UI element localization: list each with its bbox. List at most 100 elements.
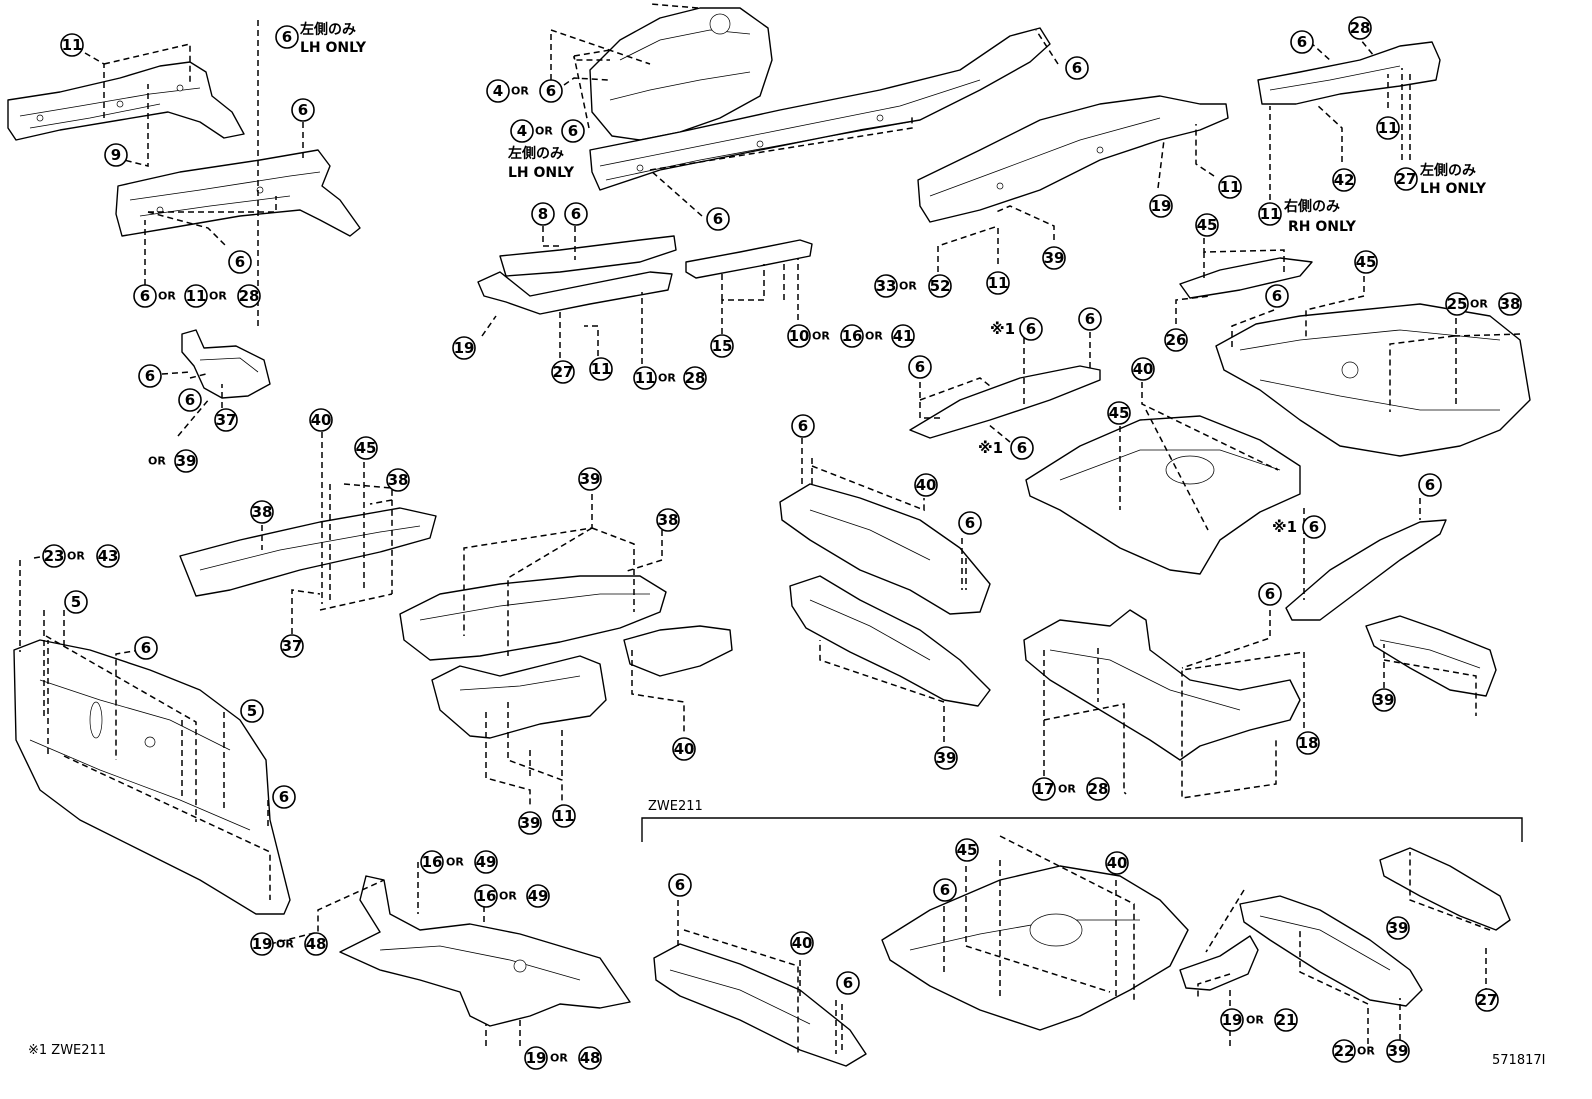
callout-c2: 6 — [275, 25, 299, 49]
or-label: OR — [446, 856, 464, 869]
callout-c80: 39 — [1372, 688, 1396, 712]
note-lh-only-jp-2: 左側のみ — [507, 145, 564, 162]
part-front-floor-pan — [1025, 415, 1301, 575]
or-label: OR — [148, 455, 166, 468]
callout-c3: 9 — [104, 143, 128, 167]
part-rear-floor-side-member-long — [789, 575, 991, 707]
callout-c34: 39 — [1042, 246, 1066, 270]
part-front-floor-cross-member — [499, 235, 677, 277]
callout-c59: 39 — [578, 467, 602, 491]
svg-text:18: 18 — [1298, 734, 1319, 752]
callout-c17: 19 — [452, 336, 476, 360]
part-front-floor-side-member — [115, 149, 361, 237]
callout-c41: 6 — [1265, 284, 1289, 308]
callout-c40: 45 — [1354, 250, 1378, 274]
svg-text:11: 11 — [591, 360, 612, 378]
svg-text:41: 41 — [893, 327, 914, 345]
or-label: OR — [499, 890, 517, 903]
svg-text:16: 16 — [842, 327, 863, 345]
callout-c68: 5 — [240, 699, 264, 723]
or-label: OR — [511, 85, 529, 98]
callout-c44: 6 — [1019, 317, 1043, 341]
callout-c54: 40 — [309, 408, 333, 432]
svg-text:40: 40 — [674, 740, 695, 758]
svg-text:11: 11 — [186, 287, 207, 305]
svg-text:39: 39 — [1388, 1042, 1409, 1060]
svg-text:19: 19 — [1151, 197, 1172, 215]
svg-text:6: 6 — [140, 287, 150, 305]
or-label: OR — [1246, 1014, 1264, 1027]
callout-c99: 39 — [1386, 916, 1410, 940]
callout-c13: 6 — [1065, 56, 1089, 80]
part-rear-floor-cross-member — [1285, 519, 1447, 621]
callout-c67: 6 — [134, 636, 158, 660]
or-label: OR — [812, 330, 830, 343]
callout-c72: 11 — [552, 804, 576, 828]
part-rear-floor-pan — [1215, 303, 1531, 457]
callout-c12: 6 — [561, 119, 585, 143]
svg-text:39: 39 — [1044, 249, 1065, 267]
svg-text:49: 49 — [528, 887, 549, 905]
svg-text:38: 38 — [388, 471, 409, 489]
callout-c35: 33 — [874, 274, 898, 298]
part-wheel-apron — [589, 7, 773, 141]
svg-text:8: 8 — [538, 205, 548, 223]
part-floor-side-sill-zwe211 — [653, 943, 867, 1067]
svg-text:39: 39 — [520, 814, 541, 832]
svg-text:6: 6 — [1272, 287, 1282, 305]
callout-c39: 26 — [1164, 328, 1188, 352]
part-rear-reinforcement-zwe211 — [1379, 847, 1511, 931]
or-label: OR — [535, 125, 553, 138]
svg-text:38: 38 — [252, 503, 273, 521]
svg-text:40: 40 — [916, 476, 937, 494]
svg-text:6: 6 — [145, 367, 155, 385]
svg-text:9: 9 — [111, 146, 121, 164]
svg-text:28: 28 — [685, 369, 706, 387]
svg-text:6: 6 — [843, 974, 853, 992]
asterisk-mark: ※1 — [1272, 518, 1297, 536]
svg-text:16: 16 — [476, 887, 497, 905]
zwe211-group-bracket — [641, 817, 1523, 842]
svg-text:37: 37 — [282, 637, 303, 655]
part-outlines — [7, 7, 1531, 1067]
callout-c47: 6 — [1010, 436, 1034, 460]
group-label-zwe211: ZWE211 — [648, 799, 703, 814]
callout-c74: 6 — [1418, 473, 1442, 497]
part-floor-side-sill — [779, 483, 991, 615]
callout-c16: 6 — [564, 202, 588, 226]
or-label: OR — [67, 550, 85, 563]
part-rear-floor-cross-member-zwe211 — [1239, 895, 1423, 1007]
callout-c92: 45 — [955, 838, 979, 862]
callout-c98: 39 — [1386, 1039, 1410, 1063]
callout-c18: 27 — [551, 360, 575, 384]
callout-c76: 6 — [1258, 582, 1282, 606]
callout-labels: 11 6 9 6 6 6 11 28 4 6 4 6 6 6 8 6 19 27… — [42, 16, 1522, 1070]
callout-c61: 6 — [791, 414, 815, 438]
svg-text:40: 40 — [792, 934, 813, 952]
callout-c23: 10 — [787, 324, 811, 348]
svg-text:6: 6 — [713, 210, 723, 228]
svg-text:28: 28 — [1350, 19, 1371, 37]
part-cross-member-small — [685, 239, 813, 279]
part-front-floor-center — [399, 575, 667, 661]
callout-c14: 6 — [706, 207, 730, 231]
svg-text:39: 39 — [176, 452, 197, 470]
callout-c29: 42 — [1332, 168, 1356, 192]
part-floor-brace — [909, 365, 1101, 439]
part-front-floor-pan-zwe211 — [881, 865, 1189, 1031]
callout-c50: 6 — [138, 364, 162, 388]
callout-c89: 6 — [668, 873, 692, 897]
svg-text:19: 19 — [526, 1049, 547, 1067]
part-bracket-rh — [1179, 257, 1313, 299]
svg-text:5: 5 — [247, 702, 257, 720]
callout-c86: 48 — [304, 932, 328, 956]
part-dash-panel — [13, 639, 291, 915]
callout-c63: 6 — [958, 511, 982, 535]
svg-text:6: 6 — [915, 358, 925, 376]
svg-text:43: 43 — [98, 547, 119, 565]
callout-c37: 11 — [986, 271, 1010, 295]
callout-c1: 11 — [60, 33, 84, 57]
svg-text:27: 27 — [1477, 991, 1498, 1009]
callout-c8: 28 — [237, 284, 261, 308]
svg-text:37: 37 — [216, 411, 237, 429]
